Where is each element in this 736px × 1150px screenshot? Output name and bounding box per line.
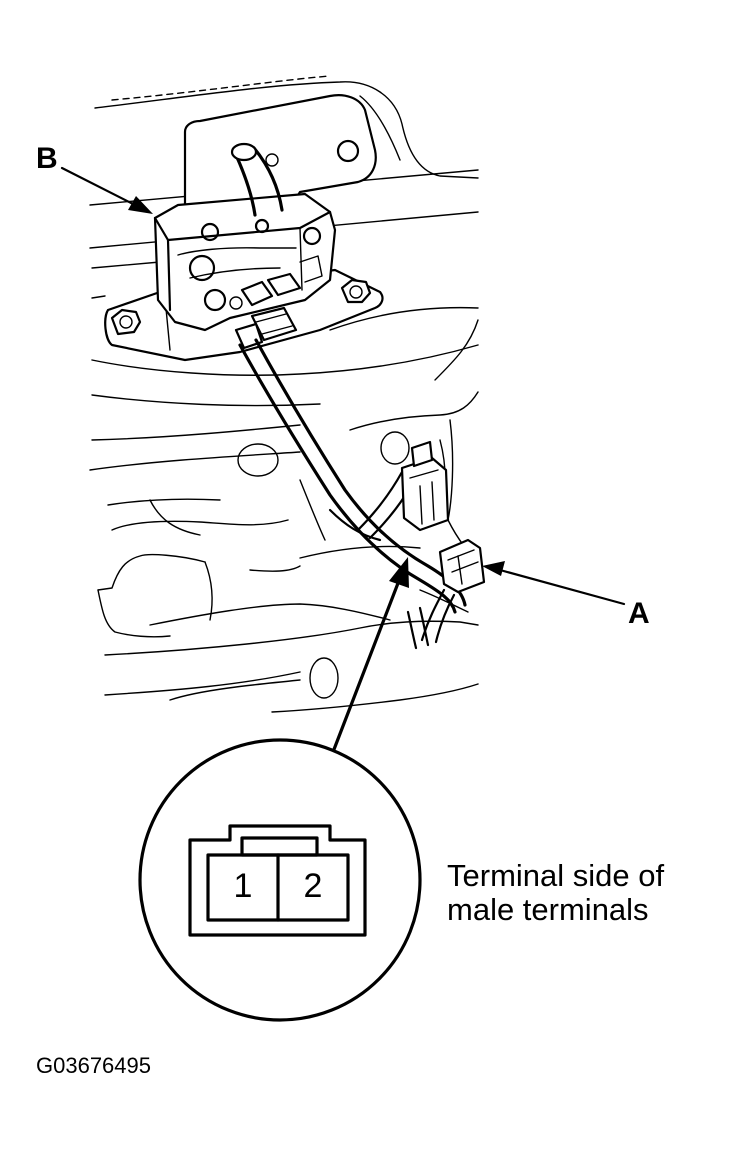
pin-2-label: 2 — [304, 867, 323, 905]
label-b: B — [36, 142, 58, 175]
caption-line-2: male terminals — [447, 892, 649, 927]
figure-id: G03676495 — [36, 1053, 151, 1078]
mating-connector — [400, 440, 450, 532]
zoom-detail: 1 2 — [138, 738, 422, 1022]
body-structure — [89, 75, 479, 713]
terminal-housing — [188, 824, 367, 937]
label-a: A — [628, 597, 650, 630]
leader-lines — [60, 166, 626, 754]
unit-b — [153, 192, 337, 332]
upper-cable — [230, 142, 284, 217]
connector-a — [420, 538, 486, 644]
pin-1-label: 1 — [234, 867, 253, 905]
caption-line-1: Terminal side of — [447, 858, 664, 893]
bolts — [110, 278, 372, 336]
